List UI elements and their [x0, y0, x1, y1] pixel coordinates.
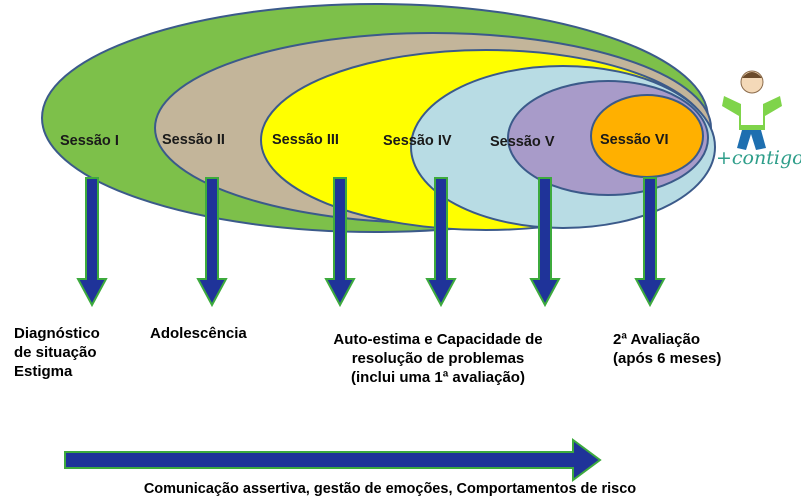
- logo-text: +contigo: [716, 147, 801, 169]
- down-arrow-4: [425, 177, 457, 308]
- topic-4: 2ª Avaliação (após 6 meses): [613, 330, 721, 368]
- session-label-6: Sessão VI: [600, 132, 669, 148]
- session-label-3: Sessão III: [272, 132, 339, 148]
- session-label-1: Sessão I: [60, 133, 119, 149]
- session-label-5: Sessão V: [490, 134, 555, 150]
- topic-1-line-1: Diagnóstico: [14, 325, 100, 342]
- topic-3-line-1: Auto-estima e Capacidade de: [333, 331, 543, 348]
- topic-4-line-2: (após 6 meses): [613, 350, 722, 367]
- topic-1-line-3: Estigma: [14, 363, 73, 380]
- topic-2-line-1: Adolescência: [150, 325, 247, 342]
- session-label-4: Sessão IV: [383, 133, 452, 149]
- down-arrow-1: [76, 177, 108, 308]
- down-arrow-5: [529, 177, 561, 308]
- topic-2: Adolescência: [150, 324, 247, 343]
- topic-3-line-3: (inclui uma 1ª avaliação): [351, 369, 525, 386]
- jumping-person-icon: [722, 70, 782, 150]
- topic-3: Auto-estima e Capacidade de resolução de…: [290, 330, 586, 387]
- topic-3-line-2: resolução de problemas: [351, 350, 525, 367]
- topic-1-line-2: de situação: [14, 344, 97, 361]
- session-label-2: Sessão II: [162, 132, 225, 148]
- right-arrow: [64, 438, 602, 482]
- topic-4-line-1: 2ª Avaliação: [613, 331, 700, 348]
- bottom-label: Comunicação assertiva, gestão de emoções…: [143, 481, 637, 497]
- down-arrow-3: [324, 177, 356, 308]
- down-arrow-6: [634, 177, 666, 308]
- down-arrow-2: [196, 177, 228, 308]
- topic-1: Diagnóstico de situação Estigma: [14, 324, 100, 381]
